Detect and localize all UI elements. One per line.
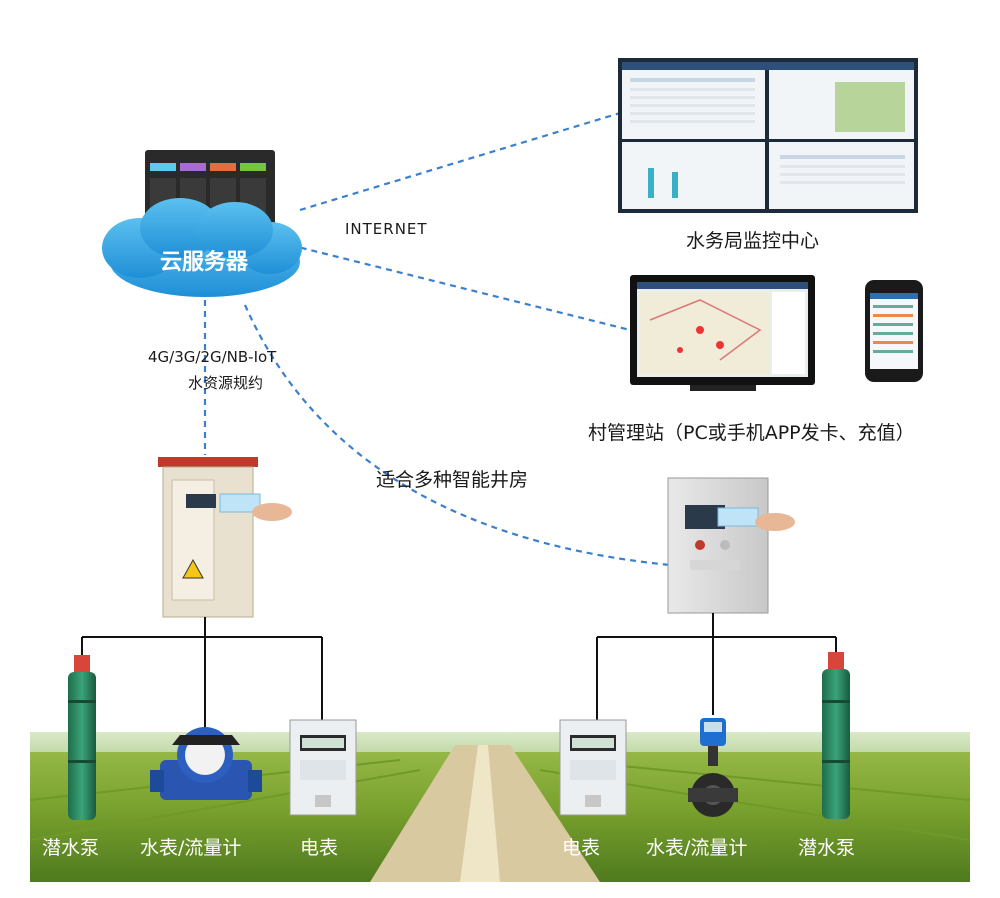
right-submersible-pump [822,652,850,819]
right-flow-meter [688,718,738,817]
village-station-label: 村管理站（PC或手机APP发卡、充值） [588,422,915,444]
farmland-background [29,732,971,882]
link-server-right-cabinet [243,304,671,567]
well-house-label: 适合多种智能井房 [376,469,529,491]
cloud-server-icon [102,150,302,297]
left-pump-label: 潜水泵 [42,837,100,859]
monitor-center-label: 水务局监控中心 [686,230,820,252]
mobile-phone [865,280,923,382]
right-wiring [596,613,837,720]
left-electricity-meter [289,719,357,816]
left-electricity-meter-label: 电表 [300,837,339,859]
village-pc-monitor [630,275,815,391]
link-server-village [289,243,631,332]
right-pump-label: 潜水泵 [798,837,856,859]
monitor-center-screens [618,58,918,213]
left-water-meter-label: 水表/流量计 [140,837,242,859]
left-well-cabinet [158,457,292,618]
right-flow-meter-label: 水表/流量计 [646,837,748,859]
left-submersible-pump [68,655,96,820]
left-wiring [81,617,323,730]
left-water-meter [150,727,262,800]
protocol-label-line2: 水资源规约 [188,374,264,392]
link-server-monitor [299,108,631,212]
right-well-cabinet [667,477,795,614]
cloud-server-label: 云服务器 [160,250,249,275]
network-links [203,108,671,567]
right-electricity-meter [559,719,627,816]
protocol-label-line1: 4G/3G/2G/NB-IoT [148,348,277,366]
right-electricity-meter-label: 电表 [562,837,601,859]
internet-label: INTERNET [345,220,428,238]
